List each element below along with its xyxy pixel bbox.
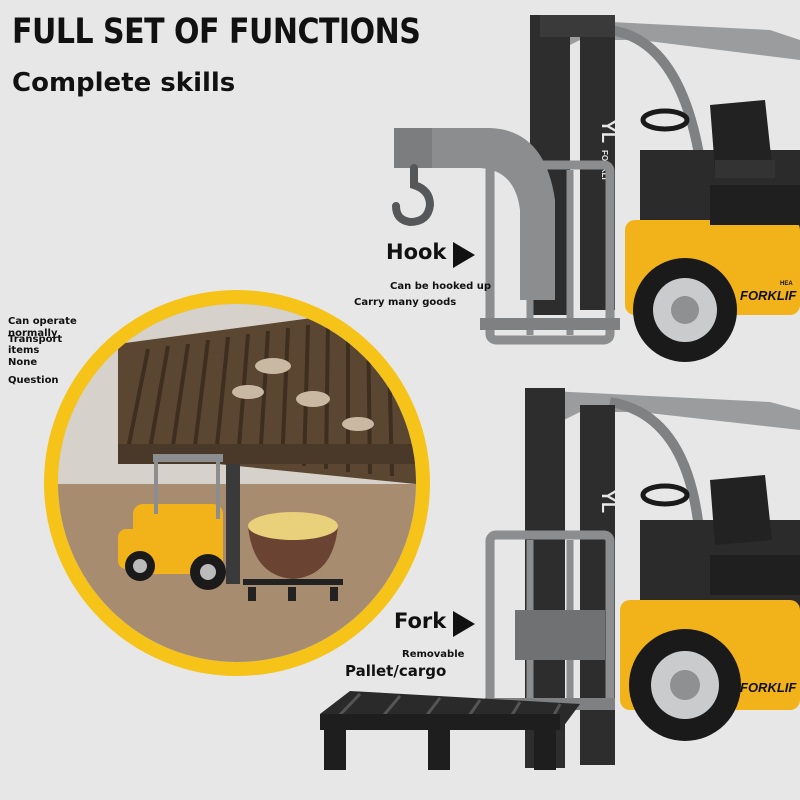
page-title: FULL SET OF FUNCTIONS — [12, 12, 421, 53]
hook-label: Hook — [386, 240, 447, 264]
fork-note-pallet: Pallet/cargo — [345, 662, 447, 680]
fork-arrow-icon — [453, 611, 475, 637]
note-transport: Transport — [8, 334, 63, 345]
fork-note-removable: Removable — [402, 649, 465, 660]
forklift-fork-illustration: FORKLIF YL — [485, 388, 800, 768]
hook-arrow-icon — [453, 242, 475, 268]
page-subtitle: Complete skills — [12, 68, 236, 98]
note-none: None — [8, 357, 38, 368]
fork-label: Fork — [394, 609, 447, 633]
note-can-operate: Can operate — [8, 316, 77, 327]
pallet-icon — [320, 691, 580, 770]
note-question: Question — [8, 375, 59, 386]
forklift-hook-illustration: FORKLIF HEA YL FORKLI — [392, 15, 800, 362]
note-items: items — [8, 345, 40, 356]
mast-brand-text: YL — [598, 120, 618, 143]
side-brand-text-2: FORKLIF — [740, 680, 797, 695]
mast-brand-text-2: YL — [598, 490, 618, 513]
note-normally: normally — [8, 328, 58, 339]
side-top-text: HEA — [780, 281, 793, 287]
side-brand-text: FORKLIF — [740, 288, 797, 303]
hook-note-hooked-up: Can be hooked up — [390, 281, 492, 292]
mini-forklift — [118, 454, 240, 590]
tea-tray-scene — [58, 304, 416, 662]
hook-note-carry: Carry many goods — [354, 297, 457, 308]
mini-pallet-icon — [243, 579, 343, 601]
